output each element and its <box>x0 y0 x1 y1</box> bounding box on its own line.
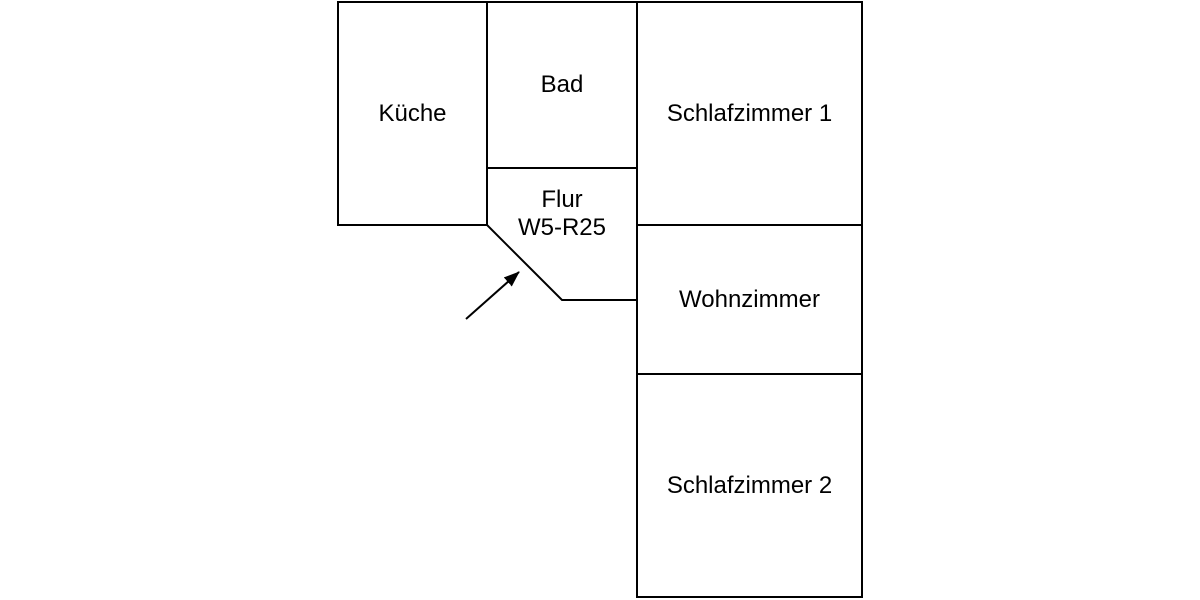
room-shape-wohnzimmer <box>636 224 863 375</box>
room-shape-kueche <box>337 1 488 226</box>
room-shape-flur <box>486 167 638 301</box>
room-shape-schlafzimmer-1 <box>636 1 863 226</box>
room-shape-schlafzimmer-2 <box>636 373 863 598</box>
room-shape-bad <box>486 1 638 169</box>
pointer-arrow-icon <box>465 271 520 320</box>
